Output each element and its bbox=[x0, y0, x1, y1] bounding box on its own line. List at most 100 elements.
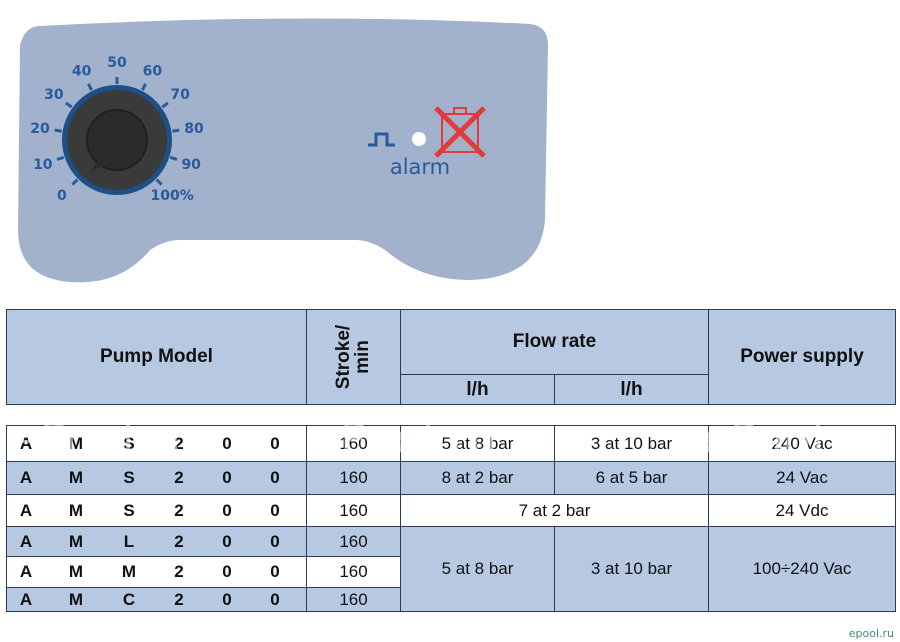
model-char: 0 bbox=[270, 433, 280, 453]
crossed-tank-icon bbox=[434, 106, 486, 158]
model-char: 0 bbox=[270, 500, 280, 520]
model-char: 0 bbox=[270, 531, 280, 551]
model-char: A bbox=[19, 500, 33, 520]
stroke-value: 160 bbox=[339, 589, 368, 609]
stroke-cell: 160 bbox=[306, 526, 401, 557]
model-char: 0 bbox=[270, 468, 280, 487]
model-char: 0 bbox=[270, 589, 280, 609]
model-char: 0 bbox=[222, 500, 232, 520]
alarm-label: alarm bbox=[390, 155, 450, 179]
speed-dial-knob[interactable] bbox=[86, 109, 148, 172]
dial-tick bbox=[65, 101, 73, 109]
header-pump-model-text: Pump Model bbox=[100, 346, 213, 367]
stroke-value: 160 bbox=[339, 468, 368, 487]
model-char: C bbox=[122, 589, 136, 609]
dial-scale-label: 40 bbox=[72, 64, 92, 80]
dial-tick bbox=[172, 128, 180, 133]
stroke-cell: 160 bbox=[306, 494, 401, 527]
dial-tick bbox=[71, 178, 79, 186]
header-stroke: Stroke/ min bbox=[306, 309, 401, 405]
model-char: A bbox=[19, 589, 33, 609]
group-flow-a: 5 at 8 bar bbox=[400, 526, 555, 612]
stroke-value: 160 bbox=[339, 500, 368, 520]
dial-scale-label: 90 bbox=[181, 157, 201, 173]
row2-power-text: 24 Vac bbox=[776, 468, 828, 487]
status-led-icon bbox=[412, 132, 426, 146]
stroke-value: 160 bbox=[339, 562, 368, 581]
model-char: M bbox=[68, 531, 84, 551]
panel-plate bbox=[18, 18, 548, 283]
model-char: M bbox=[68, 562, 84, 581]
dial-tick bbox=[141, 83, 147, 91]
row2-flow-b-text: 6 at 5 bar bbox=[595, 468, 668, 487]
row3-flow: 7 at 2 bar bbox=[400, 494, 709, 527]
header-flow-unit-1: l/h bbox=[400, 374, 555, 405]
dial-tick bbox=[169, 155, 178, 161]
row1-flow-a: 5 at 8 bar bbox=[400, 425, 555, 462]
dial-scale-label: 20 bbox=[30, 121, 50, 137]
group-flow-b-text: 3 at 10 bar bbox=[590, 559, 673, 578]
stroke-cell: 160 bbox=[306, 425, 401, 462]
model-cell: A M S 2 0 0 bbox=[6, 494, 307, 527]
model-char: 0 bbox=[222, 589, 232, 609]
model-char: 2 bbox=[174, 433, 184, 453]
header-flow-unit-2-text: l/h bbox=[620, 378, 643, 400]
model-char: 2 bbox=[174, 562, 184, 581]
dial-scale-label: 60 bbox=[143, 64, 163, 80]
dial-tick bbox=[155, 178, 163, 186]
dial-tick bbox=[54, 128, 62, 133]
dial-scale-label: 10 bbox=[33, 157, 53, 173]
model-char: 2 bbox=[174, 531, 184, 551]
dial-tick bbox=[87, 83, 93, 91]
row2-flow-a: 8 at 2 bar bbox=[400, 461, 555, 495]
footer-logo: epool.ru bbox=[848, 627, 894, 640]
stroke-cell: 160 bbox=[306, 556, 401, 588]
dial-scale-label: 100% bbox=[151, 188, 194, 204]
model-char: M bbox=[68, 468, 84, 487]
model-char: 2 bbox=[174, 468, 184, 487]
header-pump-model: Pump Model bbox=[6, 309, 307, 405]
header-flow-rate: Flow rate bbox=[400, 309, 709, 375]
model-char: 2 bbox=[174, 500, 184, 520]
header-power-supply-text: Power supply bbox=[740, 346, 864, 367]
row1-power-text: 240 Vac bbox=[771, 433, 833, 453]
model-char: 0 bbox=[270, 562, 280, 581]
row1-flow-b-text: 3 at 10 bar bbox=[590, 433, 673, 453]
model-char: 0 bbox=[222, 531, 232, 551]
dial-pointer-icon bbox=[90, 158, 106, 172]
row1-power: 240 Vac bbox=[708, 425, 896, 462]
stroke-cell: 160 bbox=[306, 587, 401, 612]
model-char: A bbox=[19, 562, 33, 581]
group-power-text: 100÷240 Vac bbox=[752, 559, 852, 578]
row3-power-text: 24 Vdc bbox=[775, 500, 829, 520]
model-char: M bbox=[68, 500, 84, 520]
stroke-value: 160 bbox=[339, 531, 368, 551]
group-power: 100÷240 Vac bbox=[708, 526, 896, 612]
model-char: S bbox=[123, 433, 135, 453]
model-char: A bbox=[19, 531, 33, 551]
row2-power: 24 Vac bbox=[708, 461, 896, 495]
row1-flow-a-text: 5 at 8 bar bbox=[441, 433, 514, 453]
model-cell: A M M 2 0 0 bbox=[6, 556, 307, 588]
header-flow-unit-2: l/h bbox=[554, 374, 709, 405]
stroke-value: 160 bbox=[339, 433, 368, 453]
model-char: 0 bbox=[222, 562, 232, 581]
model-char: S bbox=[123, 500, 135, 520]
row3-power: 24 Vdc bbox=[708, 494, 896, 527]
dial-scale-label: 70 bbox=[170, 87, 190, 103]
square-pulse-icon bbox=[368, 132, 395, 147]
model-char: M bbox=[68, 589, 84, 609]
header-flow-rate-text: Flow rate bbox=[512, 331, 597, 352]
dial-tick bbox=[161, 101, 169, 109]
model-char: 0 bbox=[222, 468, 232, 487]
row3-flow-text: 7 at 2 bar bbox=[518, 500, 591, 520]
model-char: S bbox=[123, 468, 135, 487]
group-flow-b: 3 at 10 bar bbox=[554, 526, 709, 612]
model-char: M bbox=[121, 562, 137, 581]
dial-scale-label: 0 bbox=[57, 188, 67, 204]
